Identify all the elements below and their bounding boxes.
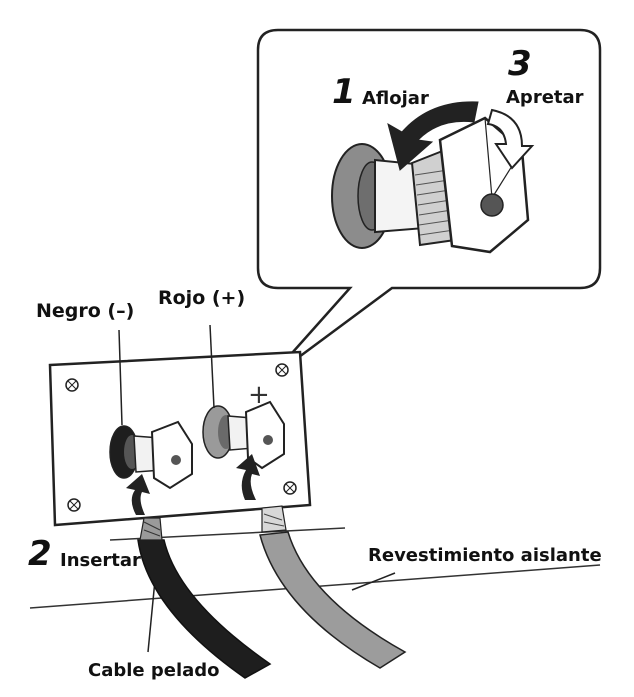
curved-arrow-icon <box>387 101 479 171</box>
leader-cable-pelado <box>147 579 156 653</box>
gray-cable <box>259 531 407 669</box>
black-cable <box>137 539 272 679</box>
nut-hole <box>480 193 504 217</box>
apretar-label: Apretar <box>506 87 584 108</box>
step-three-number: 3 <box>508 44 532 84</box>
step-one-number: 1 <box>332 72 356 112</box>
rojo-label: Rojo (+) <box>158 287 246 309</box>
step-two-number: 2 <box>28 534 52 574</box>
leader-negro <box>118 329 123 426</box>
red-terminal <box>202 400 285 470</box>
insertar-label: Insertar <box>60 550 141 571</box>
insert-arrow-icon <box>236 454 260 500</box>
cable-pelado-label: Cable pelado <box>88 660 220 681</box>
leader-revestimiento <box>351 572 396 591</box>
negro-label: Negro (–) <box>36 300 135 322</box>
curved-arrow-outline-icon <box>486 108 535 170</box>
plus-mark: + <box>248 380 270 410</box>
black-terminal <box>109 420 193 490</box>
insert-arrow-icon <box>126 474 150 515</box>
stripped-wire-red <box>261 505 287 533</box>
revestimiento-label: Revestimiento aislante <box>368 545 602 566</box>
aflojar-label: Aflojar <box>362 88 429 109</box>
leader-rojo <box>209 324 215 409</box>
